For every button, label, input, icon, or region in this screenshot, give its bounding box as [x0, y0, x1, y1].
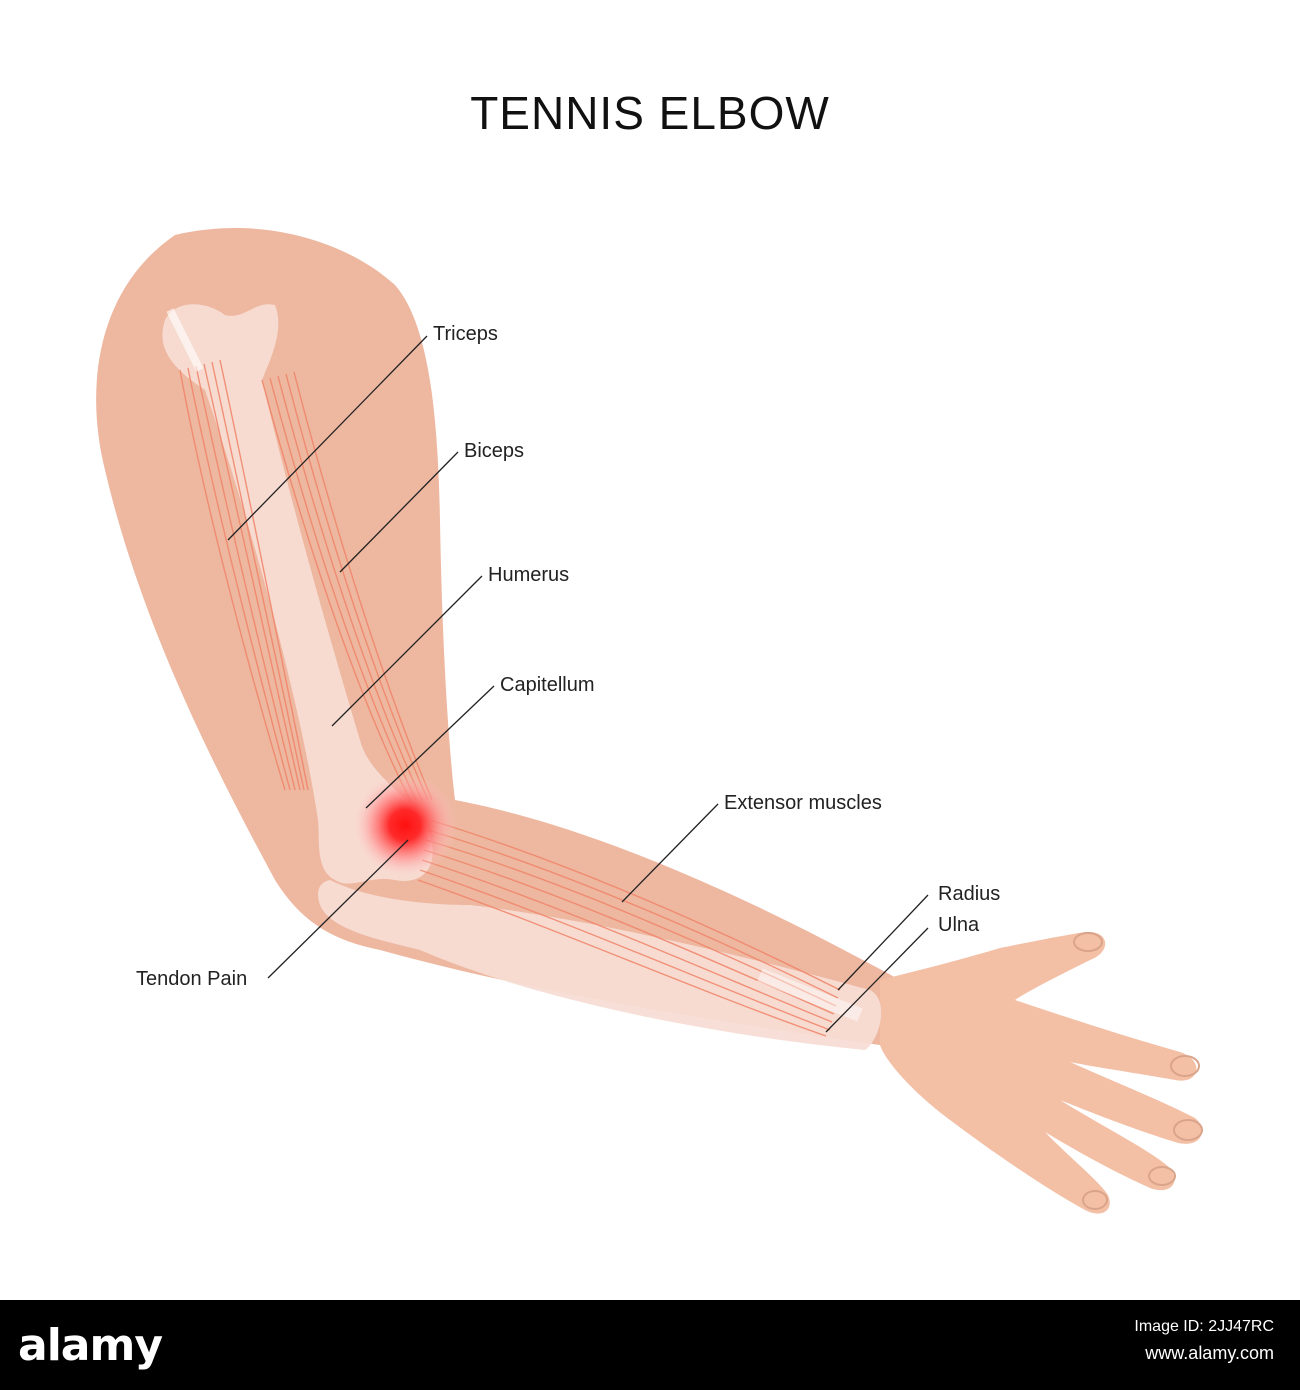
image-id: Image ID: 2JJ47RC	[1134, 1318, 1274, 1335]
pain-hotspot	[353, 773, 457, 877]
label-biceps: Biceps	[464, 440, 525, 462]
diagram-title: TENNIS ELBOW	[470, 87, 830, 139]
arm-silhouette	[96, 228, 902, 1045]
fingernail	[1173, 1119, 1203, 1141]
footer-logo: alamy	[18, 1320, 163, 1371]
tendon-highlight	[166, 308, 204, 372]
label-humerus: Humerus	[488, 564, 570, 586]
fingernail	[1082, 1190, 1108, 1210]
diagram-figure: TENNIS ELBOW	[96, 87, 1203, 1214]
tendon-highlight	[757, 968, 863, 1022]
triceps-muscle	[179, 359, 309, 791]
biceps-muscle	[261, 371, 433, 801]
leader-lines	[227, 335, 929, 1033]
label-radius: Radius	[938, 883, 1001, 905]
extensor-muscles	[417, 819, 841, 1037]
humerus-bone	[162, 304, 433, 884]
footer-bar: alamy Image ID: 2JJ47RC www.alamy.com	[0, 1300, 1300, 1390]
fingernail	[1073, 932, 1103, 952]
fingernail	[1170, 1055, 1200, 1077]
label-triceps: Triceps	[433, 323, 498, 345]
hand-shape	[880, 931, 1203, 1214]
label-ulna: Ulna	[938, 914, 980, 936]
footer-url: www.alamy.com	[1145, 1343, 1274, 1363]
footer-image-info: Image ID: 2JJ47RC www.alamy.com	[1134, 1314, 1274, 1366]
forearm-bones	[318, 880, 882, 1050]
label-capitellum: Capitellum	[500, 674, 595, 696]
label-tendon-pain: Tendon Pain	[136, 968, 248, 990]
arm-illustration	[96, 228, 1203, 1214]
label-extensor-muscles: Extensor muscles	[724, 792, 882, 814]
fingernail	[1148, 1166, 1176, 1186]
